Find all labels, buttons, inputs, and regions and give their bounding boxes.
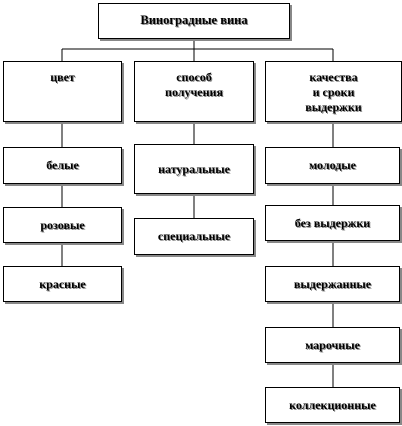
- item-node: без выдержки: [265, 205, 400, 241]
- item-node: молодые: [265, 147, 400, 184]
- category-label: качества и сроки выдержки: [305, 70, 362, 114]
- category-production-method: способ получения: [134, 61, 254, 122]
- item-node: натуральные: [134, 144, 254, 194]
- item-node: специальные: [134, 218, 254, 255]
- item-label: без выдержки: [294, 215, 371, 230]
- item-node: коллекционные: [265, 387, 400, 423]
- item-label: марочные: [305, 337, 360, 352]
- item-node: выдержанные: [265, 266, 400, 302]
- item-node: белые: [3, 147, 122, 184]
- root-node: Виноградные вина: [98, 3, 290, 39]
- item-label: натуральные: [158, 161, 230, 176]
- root-label: Виноградные вина: [140, 13, 248, 28]
- category-color: цвет: [3, 61, 122, 122]
- category-label: способ получения: [165, 70, 223, 99]
- item-label: молодые: [308, 158, 356, 172]
- item-node: красные: [3, 266, 122, 302]
- item-label: красные: [39, 276, 86, 291]
- item-label: белые: [46, 158, 79, 172]
- item-node: марочные: [265, 327, 400, 363]
- item-label: специальные: [157, 229, 231, 243]
- item-label: розовые: [40, 217, 85, 232]
- item-node: розовые: [3, 207, 122, 243]
- item-label: коллекционные: [289, 397, 376, 412]
- item-label: выдержанные: [293, 276, 372, 291]
- category-label: цвет: [50, 70, 75, 84]
- category-quality-aging: качества и сроки выдержки: [265, 61, 402, 122]
